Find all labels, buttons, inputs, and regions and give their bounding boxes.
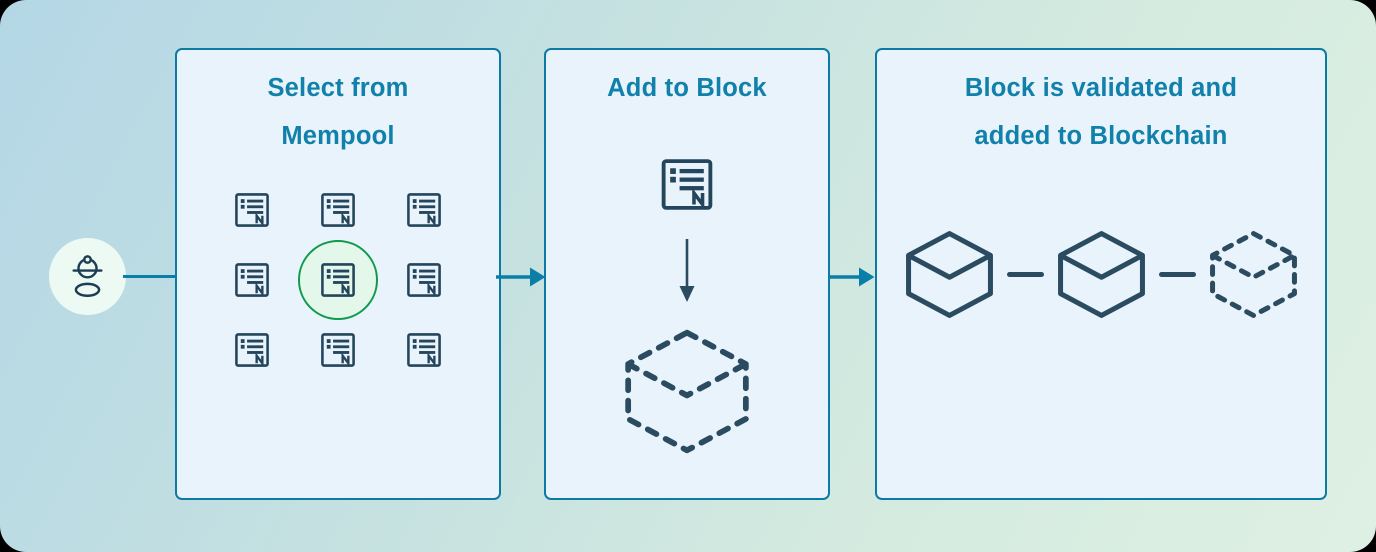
transaction-icon <box>233 331 271 369</box>
transaction-item <box>319 331 357 369</box>
transaction-icon <box>405 331 443 369</box>
blockchain-row <box>877 229 1325 320</box>
panel-add-to-block: Add to Block <box>544 48 830 500</box>
transaction-item <box>233 191 271 229</box>
block-icon <box>1054 229 1149 320</box>
panel-title: Select from Mempool <box>177 50 499 160</box>
block-icon <box>902 229 997 320</box>
transaction-grid <box>233 191 443 369</box>
flow-arrow-right-icon <box>496 264 546 295</box>
chain-link <box>1158 272 1196 277</box>
transaction-item <box>319 261 357 299</box>
transaction-icon <box>405 191 443 229</box>
panel-title: Add to Block <box>546 50 828 112</box>
transaction-item <box>405 331 443 369</box>
transaction-item <box>319 191 357 229</box>
panel-title-line: Select from <box>267 74 409 102</box>
down-arrow-icon <box>678 238 696 309</box>
transaction-icon <box>319 261 357 299</box>
transaction-icon <box>319 331 357 369</box>
actor-connector-line <box>123 275 176 278</box>
transaction-icon <box>233 191 271 229</box>
transaction-icon <box>233 261 271 299</box>
transaction-item <box>405 191 443 229</box>
panel-title-line: added to Blockchain <box>974 122 1228 150</box>
pending-block-icon <box>619 326 755 457</box>
transaction-icon <box>405 261 443 299</box>
transaction-item <box>233 261 271 299</box>
miner-icon <box>72 254 103 299</box>
block-icon <box>1206 229 1301 320</box>
flow-arrow-right-icon <box>829 264 875 295</box>
panel-title-line: Mempool <box>281 122 395 150</box>
panel-title: Block is validated and added to Blockcha… <box>877 50 1325 160</box>
chain-link <box>1006 272 1044 277</box>
panel-validated-blockchain: Block is validated and added to Blockcha… <box>875 48 1327 500</box>
transaction-item <box>405 261 443 299</box>
transaction-icon <box>659 156 716 213</box>
panel-title-line: Add to Block <box>607 74 767 102</box>
panel-title-line: Block is validated and <box>964 74 1238 102</box>
transaction-icon <box>319 191 357 229</box>
miner-badge <box>49 238 126 315</box>
panel-select-from-mempool: Select from Mempool <box>175 48 501 500</box>
transaction-item <box>233 331 271 369</box>
